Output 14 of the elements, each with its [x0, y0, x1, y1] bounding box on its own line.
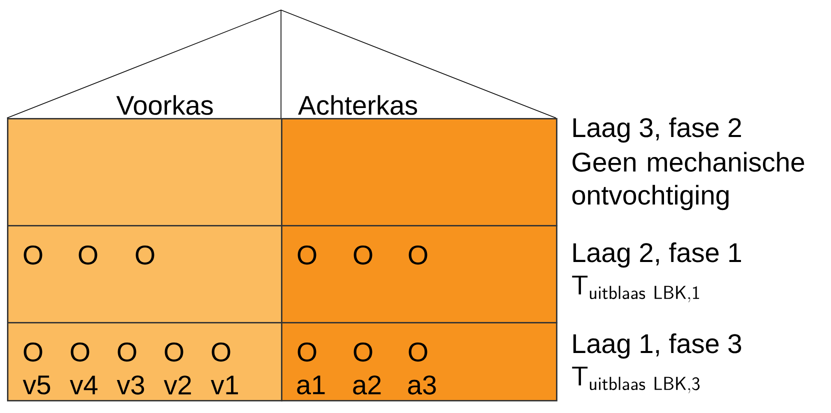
layer-cell: O O O O O v5 v4 v3 v2 v1: [7, 322, 282, 402]
layer-cell: [281, 118, 558, 226]
column-heading: Voorkas: [116, 95, 213, 115]
layer-label: Laag 2, fase 1: [573, 242, 741, 268]
layer-label: Laag 3, fase 2: [573, 117, 741, 143]
layer-cell: O O O a1 a2 a3: [281, 322, 558, 402]
layer-label: Laag 1, fase 3: [573, 333, 742, 359]
layer-cell: [7, 118, 282, 226]
column-heading: Achterkas: [298, 95, 418, 115]
layer-description: Geen mechanische ontvochtiging: [572, 152, 804, 210]
temperature-symbol: $\mathsf{T}_{\mathsf{uitblaas\ LBK,3}}$: [572, 366, 700, 394]
temperature-symbol: $\mathsf{T}_{\mathsf{uitblaas\ LBK,1}}$: [572, 276, 700, 302]
layer-cell: O O O: [281, 225, 558, 324]
layer-cell: O O O: [7, 225, 282, 324]
